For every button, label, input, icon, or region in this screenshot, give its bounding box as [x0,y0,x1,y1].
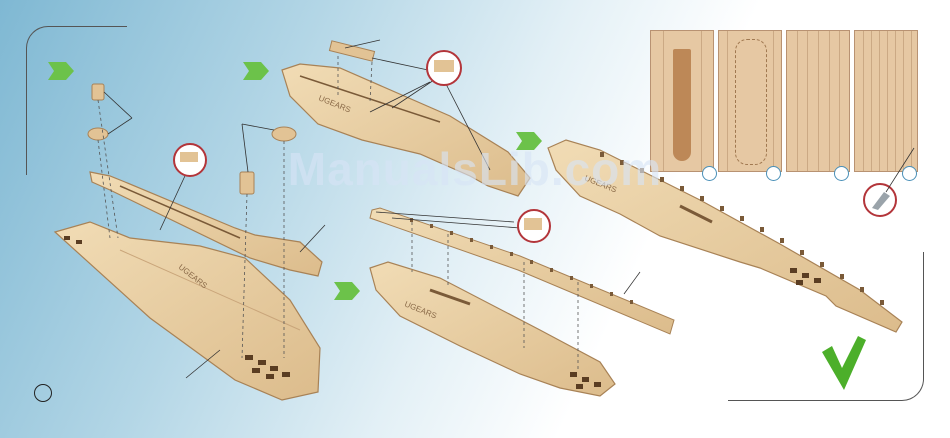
green-arrow-icon [243,62,269,80]
step-arrow-4 [334,282,360,300]
green-arrow-icon [334,282,360,300]
step-arrow-1 [48,62,74,80]
step-1-assembly [55,84,325,400]
step-arrow-2 [243,62,269,80]
step-3-assembly [370,208,674,396]
small-bracket [329,41,374,61]
watermark-text: ManualsLib.com [0,142,950,196]
page-circle-icon [34,384,52,402]
checkmark-icon [822,336,866,390]
green-arrow-icon [48,62,74,80]
